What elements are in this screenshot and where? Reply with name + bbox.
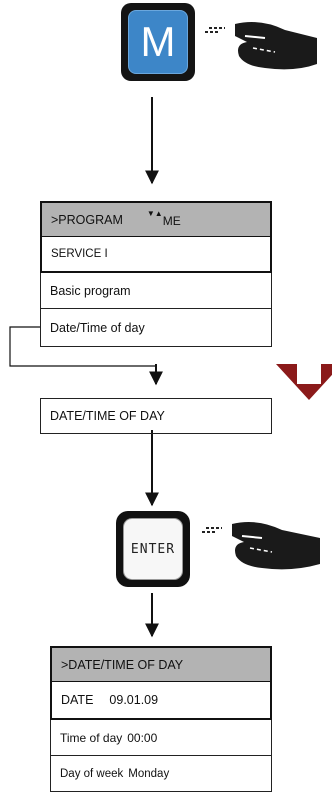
pointing-hand-icon [205, 22, 317, 70]
menu-title: >PROGRAM [51, 212, 123, 227]
date-title-row: >DATE/TIME OF DAY [50, 646, 272, 682]
menu-item-date-time[interactable]: Date/Time of day [40, 309, 272, 347]
time-row[interactable]: Time of day 00:00 [50, 720, 272, 756]
pointing-hand-icon [202, 522, 320, 570]
menu-key-button[interactable]: M [121, 3, 195, 81]
date-title: >DATE/TIME OF DAY [61, 657, 184, 672]
red-down-arrow-icon [276, 364, 332, 400]
weekday-row[interactable]: Day of week Monday [50, 756, 272, 792]
enter-key-label: ENTER [123, 518, 183, 580]
menu-indicator: ME [162, 213, 181, 228]
menu-key-label: M [128, 10, 188, 74]
result-display: DATE/TIME OF DAY [40, 398, 272, 434]
enter-key-button[interactable]: ENTER [116, 511, 190, 587]
menu-item-basic-program[interactable]: Basic program [40, 273, 272, 309]
menu-title-row: >PROGRAM ▼▲ ME [40, 201, 272, 237]
date-time-display: >DATE/TIME OF DAY DATE 09.01.09 Time of … [50, 646, 272, 794]
result-title: DATE/TIME OF DAY [50, 409, 165, 423]
menu-item-service[interactable]: SERVICE I [40, 237, 272, 273]
menu-display: >PROGRAM ▼▲ ME SERVICE I Basic program D… [40, 201, 272, 347]
scroll-arrows-icon: ▼▲ [146, 209, 163, 218]
date-row[interactable]: DATE 09.01.09 [50, 682, 272, 720]
